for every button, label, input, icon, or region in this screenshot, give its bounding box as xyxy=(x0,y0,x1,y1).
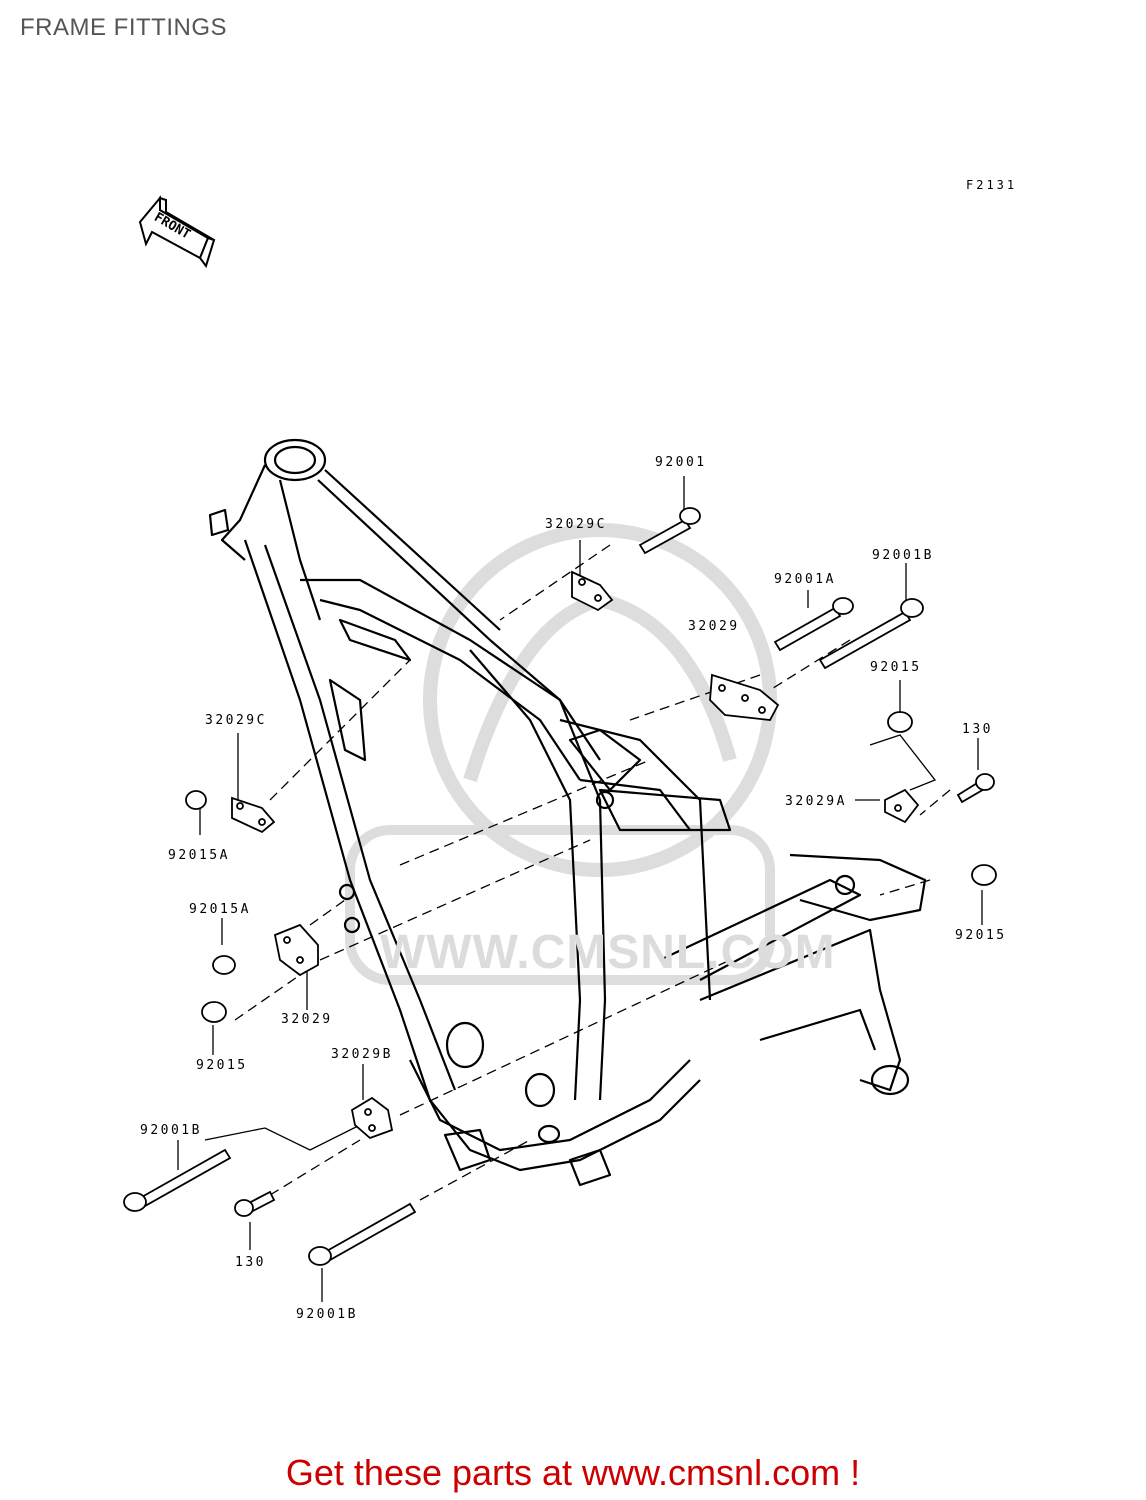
callout-92015-left: 92015 xyxy=(196,1058,248,1073)
callout-92015-right-top: 92015 xyxy=(870,660,922,675)
figure-code: F2131 xyxy=(966,178,1018,192)
callout-92015-right-bottom: 92015 xyxy=(955,928,1007,943)
watermark-text: WWW.CMSNL.COM xyxy=(380,926,836,979)
callout-92001: 92001 xyxy=(655,455,707,470)
callout-32029c-left: 32029C xyxy=(205,713,267,728)
callout-32029c-top: 32029C xyxy=(545,517,607,532)
watermark-logo xyxy=(345,523,777,985)
hardware-parts xyxy=(123,507,997,1266)
callout-32029b: 32029B xyxy=(331,1047,393,1062)
callout-92015a-upper: 92015A xyxy=(168,848,230,863)
frame-body xyxy=(208,438,927,1187)
callout-32029a: 32029A xyxy=(785,794,847,809)
footer-shop-link[interactable]: Get these parts at www.cmsnl.com ! xyxy=(285,1452,861,1493)
callout-92001a: 92001A xyxy=(774,572,836,587)
callout-92015a-lower: 92015A xyxy=(189,902,251,917)
callout-92001b-top: 92001B xyxy=(872,548,934,563)
callout-130-right: 130 xyxy=(962,722,993,737)
callout-92001b-bottom: 92001B xyxy=(296,1307,358,1322)
callout-32029-left: 32029 xyxy=(281,1012,333,1027)
callout-32029-right: 32029 xyxy=(688,619,740,634)
callout-130-left: 130 xyxy=(235,1255,266,1270)
callout-92001b-left: 92001B xyxy=(140,1123,202,1138)
page-title: FRAME FITTINGS xyxy=(20,14,227,41)
leader-lines xyxy=(177,476,983,1302)
front-arrow-icon xyxy=(138,195,216,269)
